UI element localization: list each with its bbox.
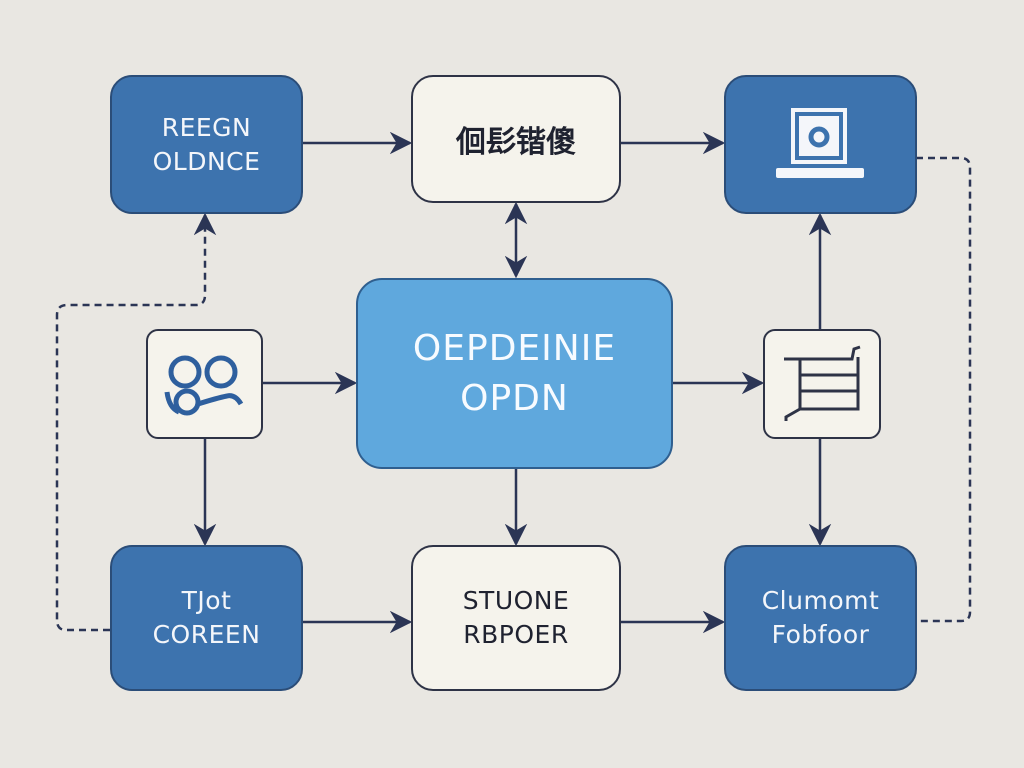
node-label-line2: RBPOER (463, 620, 569, 649)
dashed-loop-left (55, 212, 217, 632)
node-mid-left[interactable] (146, 329, 263, 439)
ledger-icon (784, 345, 861, 421)
node-label-line1: TJot (181, 586, 232, 615)
node-label-line1: Clumomt (761, 586, 880, 615)
node-label-line1: OEPDEINIE (412, 327, 617, 369)
node-label-line2: COREEN (152, 620, 261, 649)
node-top-middle[interactable]: 佪髟锴傻 (411, 75, 621, 203)
laptop-icon (775, 107, 864, 178)
node-label: 佪髟锴傻 (456, 125, 576, 160)
node-label-line1: REEGN (161, 112, 252, 142)
node-top-left[interactable]: REEGN OLDNCE (110, 75, 303, 214)
node-bottom-middle[interactable]: STUONE RBPOER (411, 545, 621, 691)
node-bottom-right[interactable]: Clumomt Fobfoor (724, 545, 917, 691)
node-label-line1: STUONE (462, 586, 570, 615)
node-center[interactable]: OEPDEINIE OPDN (356, 278, 673, 469)
node-label-line2: Fobfoor (771, 620, 870, 649)
node-top-right[interactable] (724, 75, 917, 214)
dashed-loop-right (916, 156, 972, 623)
node-label-line2: OPDN (460, 377, 569, 419)
node-label-line2: OLDNCE (152, 146, 261, 176)
node-bottom-left[interactable]: TJot COREEN (110, 545, 303, 691)
node-mid-right[interactable] (763, 329, 881, 439)
glasses-icon (164, 355, 243, 416)
